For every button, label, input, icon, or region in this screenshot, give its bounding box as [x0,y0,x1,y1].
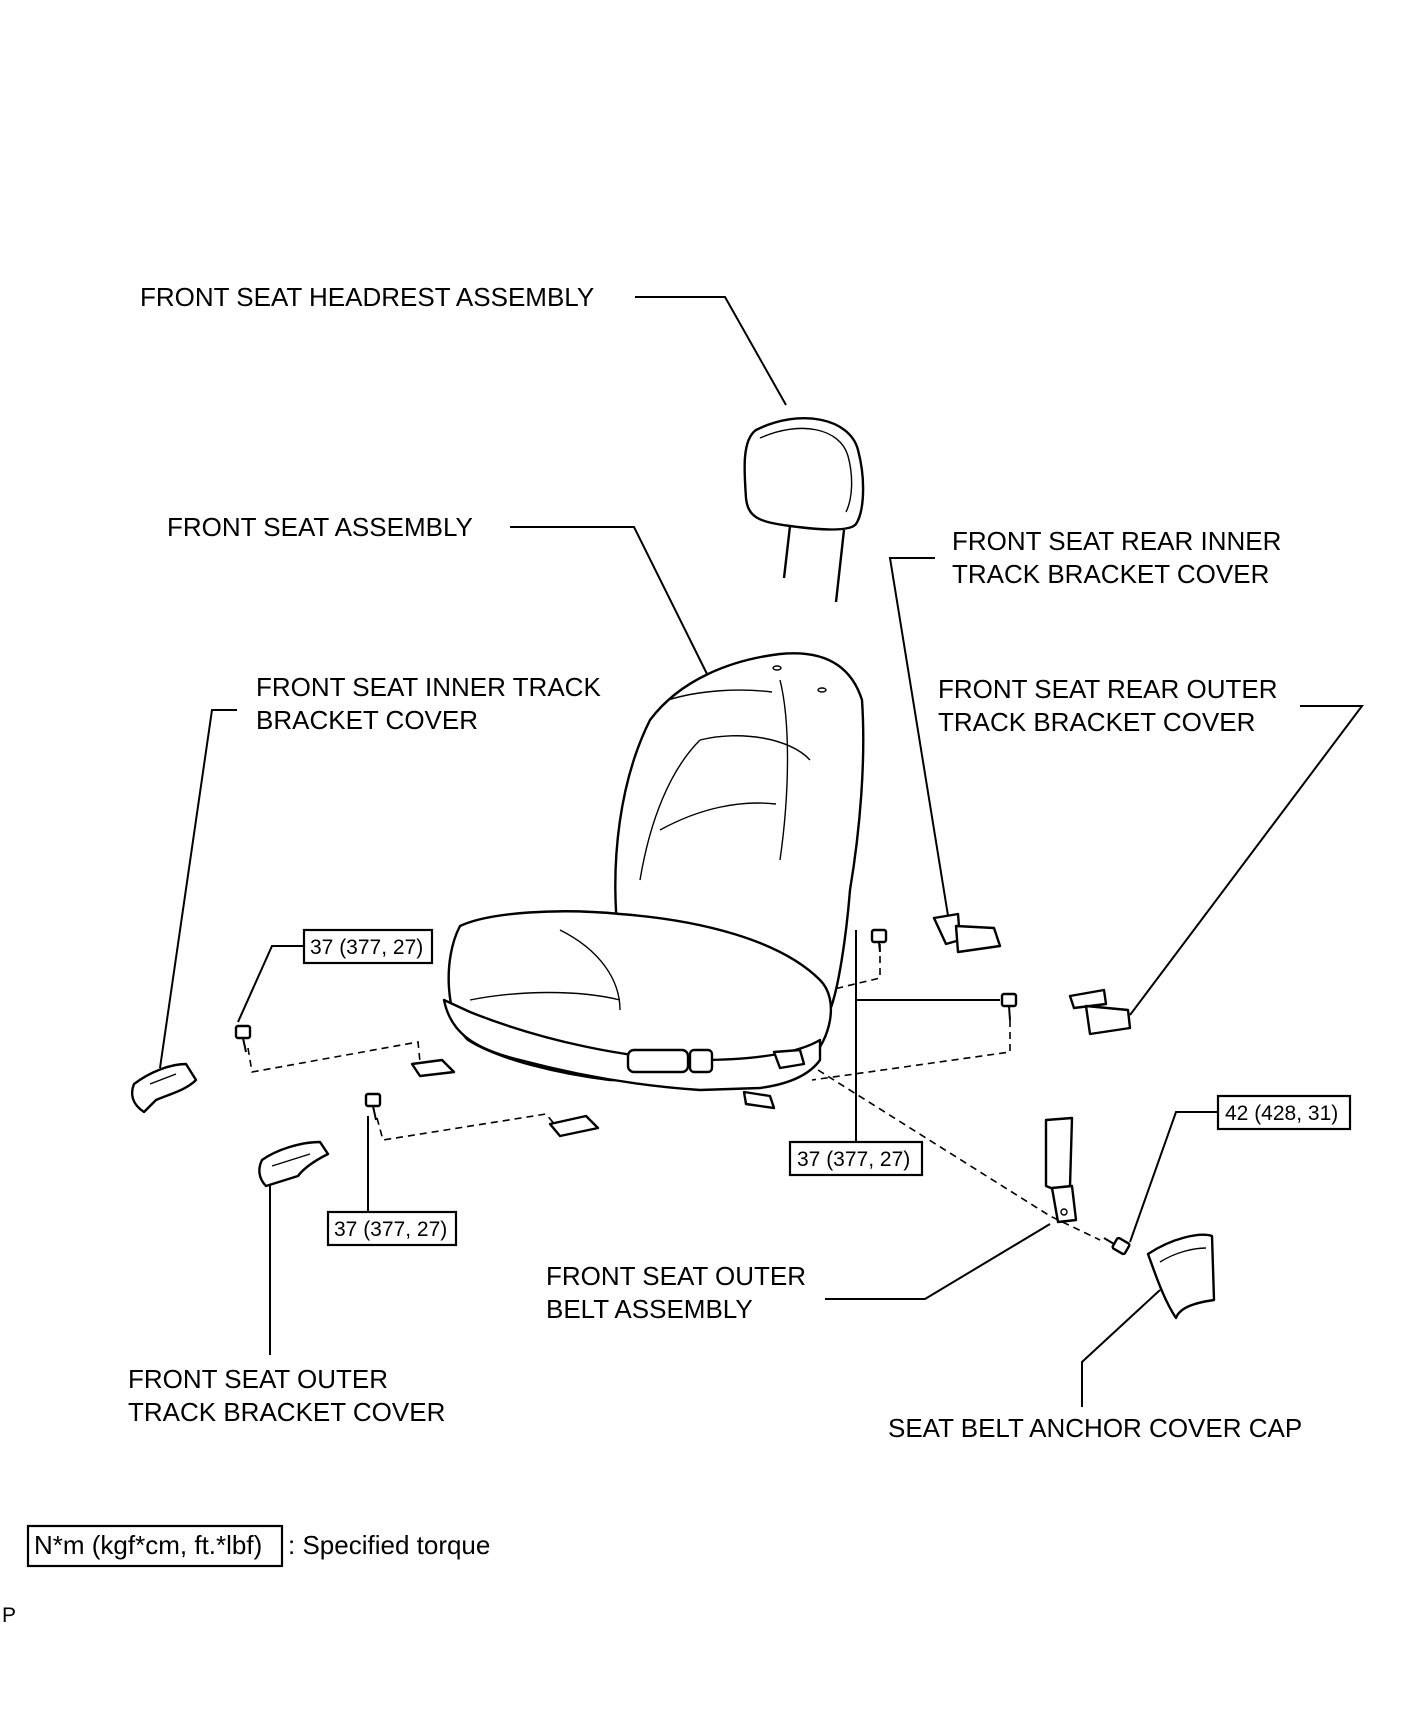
headrest-leader [635,296,787,406]
rail-rear-right [772,1048,806,1070]
inner-track-leader [159,709,237,1069]
front-seat-assembly [410,652,865,1138]
torque-boxes: 37 (377, 27) 37 (377, 27) 37 (377, 27) 4… [302,928,1352,1247]
label-inner-track-line1: FRONT SEAT INNER TRACK [256,672,601,702]
rear-outer-leader [1129,705,1365,1016]
label-outer-belt-line1: FRONT SEAT OUTER [546,1261,806,1291]
bolt-left-lower [364,1092,382,1121]
label-anchor-cover-cap: SEAT BELT ANCHOR COVER CAP [888,1413,1302,1443]
rear-outer-track-bracket-cover [1068,988,1132,1036]
bolt-center [870,928,888,953]
torque-box-right: 42 (428, 31) [1216,1094,1352,1131]
rail-rear-left [548,1114,600,1138]
dash-left-lower [376,1113,557,1141]
label-rear-inner-line1: FRONT SEAT REAR INNER [952,526,1281,556]
headrest-assembly [743,417,865,603]
label-inner-track-line2: BRACKET COVER [256,705,478,735]
headrest-stay-right [834,529,846,603]
front-seat-outer-belt [1044,1116,1078,1224]
bolts [234,928,1131,1256]
inner-track-bracket-cover [130,1062,198,1114]
torque-left-upper-value: 37 (377, 27) [310,936,423,959]
torque-right-leader [1129,1111,1218,1243]
seat-switch-knob [688,1048,714,1074]
label-rear-outer-line2: TRACK BRACKET COVER [938,707,1255,737]
torque-right-value: 42 (428, 31) [1225,1102,1338,1125]
bolt-belt-anchor [1103,1236,1131,1256]
torque-left-upper-leader [237,945,304,1023]
rear-inner-track-bracket-cover [932,912,1002,954]
dash-left-upper [247,1041,421,1073]
label-outer-belt-line2: BELT ASSEMBLY [546,1294,753,1324]
dash-center-right [811,1020,1011,1081]
leader-lines [159,296,1365,1407]
label-rear-inner-line2: TRACK BRACKET COVER [952,559,1269,589]
torque-box-center: 37 (377, 27) [788,1140,924,1177]
torque-box-left-upper: 37 (377, 27) [302,928,434,965]
outer-belt-leader [825,1223,1051,1300]
bolt-center-right [1000,992,1018,1021]
bolt-left-upper [234,1024,252,1053]
callout-labels: FRONT SEAT HEADREST ASSEMBLY FRONT SEAT … [128,282,1302,1443]
seat-belt-anchor-cover-cap [1146,1233,1216,1320]
label-outer-track-line2: TRACK BRACKET COVER [128,1397,445,1427]
outer-track-bracket-cover [258,1140,330,1188]
torque-left-lower-value: 37 (377, 27) [334,1218,447,1241]
torque-box-left-lower: 37 (377, 27) [326,1210,458,1247]
anchor-cap-leader [1081,1289,1161,1407]
torque-legend: N*m (kgf*cm, ft.*lbf) : Specified torque [26,1524,490,1568]
torque-center-value: 37 (377, 27) [797,1148,910,1171]
rail-front-right [742,1090,776,1110]
label-seat-assembly: FRONT SEAT ASSEMBLY [167,512,473,542]
label-rear-outer-line1: FRONT SEAT REAR OUTER [938,674,1278,704]
label-outer-track-line1: FRONT SEAT OUTER [128,1364,388,1394]
label-headrest: FRONT SEAT HEADREST ASSEMBLY [140,282,594,312]
legend-description: : Specified torque [288,1530,490,1560]
headrest-stay-left [782,525,792,579]
corner-mark: P [2,1604,16,1627]
rail-front-left [410,1058,456,1078]
legend-unit: N*m (kgf*cm, ft.*lbf) [34,1530,262,1560]
seat-leader [510,526,711,681]
seat-switch-panel [626,1048,690,1074]
rear-inner-leader [888,557,951,929]
